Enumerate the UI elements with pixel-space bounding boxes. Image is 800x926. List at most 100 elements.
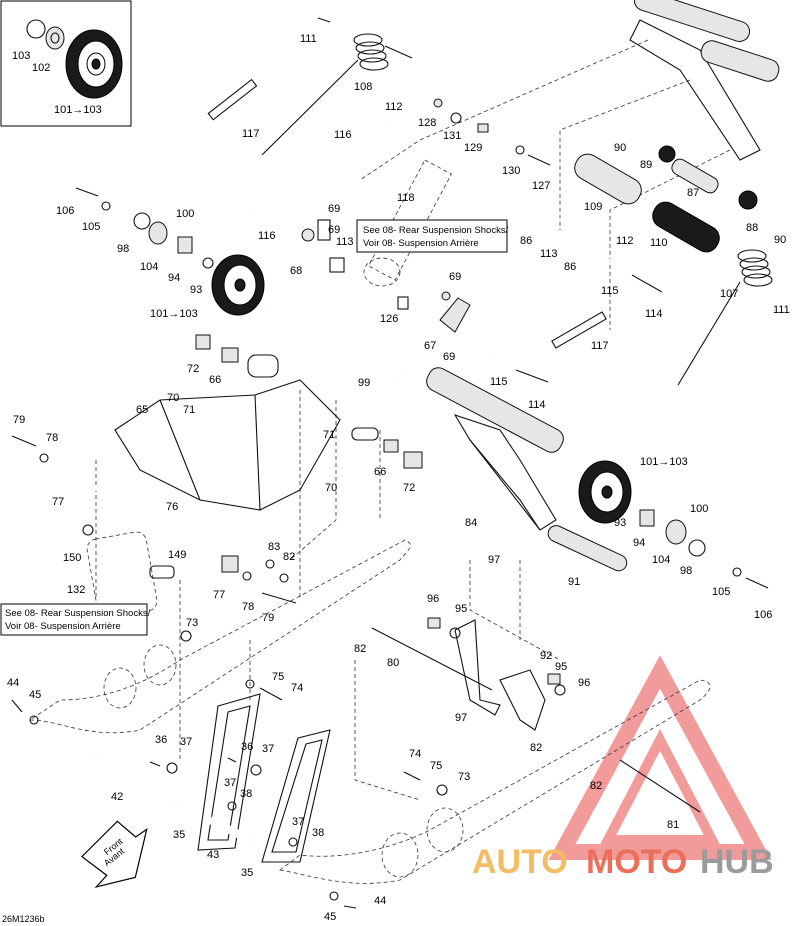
callout-77: 77 [213, 589, 225, 601]
callout-36: 36 [241, 741, 253, 753]
callout-90: 90 [774, 234, 786, 246]
callout-36: 36 [155, 734, 167, 746]
hardware-cluster-center [221, 555, 297, 604]
callout-86: 86 [564, 261, 576, 273]
callout-114: 114 [528, 399, 546, 411]
callout-109: 109 [584, 201, 602, 213]
callout-101-103: 101→103 [640, 456, 688, 468]
note-left: See 08- Rear Suspension Shocks/ Voir 08-… [0, 603, 151, 636]
callout-79: 79 [13, 414, 25, 426]
callout-114: 114 [645, 308, 663, 320]
label-102: 102 [32, 62, 50, 74]
roller-grip-icon [652, 201, 720, 253]
rod-80-bracket-92 [371, 617, 566, 731]
callout-127: 127 [532, 180, 550, 192]
callout-45: 45 [324, 911, 336, 923]
bolt-icon [317, 17, 331, 23]
callout-70: 70 [325, 482, 337, 494]
watermark-moto: MOTO [586, 843, 687, 881]
assembly-guide-lines [95, 39, 731, 801]
callout-43: 43 [207, 849, 219, 861]
callout-69: 69 [328, 224, 340, 236]
callout-69: 69 [449, 271, 461, 283]
lower-hardware [11, 630, 701, 909]
callout-113: 113 [336, 236, 354, 248]
callout-67: 67 [424, 340, 436, 352]
callout-88: 88 [746, 222, 758, 234]
watermark-hub: HUB [700, 843, 774, 881]
callout-117: 117 [242, 128, 260, 140]
callout-106: 106 [56, 205, 74, 217]
watermark-auto: AUTO [472, 843, 568, 881]
callout-90: 90 [614, 142, 626, 154]
callout-98: 98 [680, 565, 692, 577]
callout-131: 131 [443, 130, 461, 142]
callout-110: 110 [650, 237, 668, 249]
torsion-spring-right-icon [677, 249, 773, 386]
callout-84: 84 [465, 517, 477, 529]
callout-69: 69 [328, 203, 340, 215]
callout-96: 96 [578, 677, 590, 689]
callout-86: 86 [520, 235, 532, 247]
callout-104: 104 [140, 261, 158, 273]
callout-83: 83 [268, 541, 280, 553]
callout-69: 69 [443, 351, 455, 363]
callout-94: 94 [633, 537, 645, 549]
callout-74: 74 [291, 682, 303, 694]
note-left-line2: Voir 08- Suspension Arrière [5, 621, 121, 632]
callout-73: 73 [186, 617, 198, 629]
callout-126: 126 [380, 313, 398, 325]
callout-42: 42 [111, 791, 123, 803]
callout-113: 113 [540, 248, 558, 260]
callout-73: 73 [458, 771, 470, 783]
callout-71: 71 [183, 404, 195, 416]
callout-91: 91 [568, 576, 580, 588]
callout-116: 116 [258, 230, 276, 242]
callout-107: 107 [720, 288, 738, 300]
axle-91-icon [547, 525, 628, 572]
callout-37: 37 [180, 736, 192, 748]
callout-71: 71 [323, 429, 335, 441]
note-top-line1: See 08- Rear Suspension Shocks/ [363, 225, 509, 236]
callout-132: 132 [67, 584, 85, 596]
callout-101-103: 101→103 [150, 308, 198, 320]
callout-37: 37 [224, 777, 236, 789]
front-arm-65 [11, 334, 423, 554]
callout-95: 95 [555, 661, 567, 673]
callout-105: 105 [82, 221, 100, 233]
callout-82: 82 [354, 643, 366, 655]
callout-93: 93 [190, 284, 202, 296]
callout-77: 77 [52, 496, 64, 508]
upper-parts [75, 0, 780, 386]
callout-75: 75 [430, 760, 442, 772]
callout-37: 37 [292, 816, 304, 828]
callout-106: 106 [754, 609, 772, 621]
callout-44: 44 [374, 895, 386, 907]
callout-112: 112 [385, 101, 403, 113]
callout-97: 97 [488, 554, 500, 566]
callout-111: 111 [773, 304, 790, 316]
callout-115: 115 [490, 376, 508, 388]
callout-44: 44 [7, 677, 19, 689]
lower-link-35-right [261, 729, 331, 863]
callout-93: 93 [614, 517, 626, 529]
diagram-code: 26M1236b [2, 914, 45, 924]
callout-35: 35 [173, 829, 185, 841]
callout-38: 38 [240, 788, 252, 800]
callout-38: 38 [312, 827, 324, 839]
callout-76: 76 [166, 501, 178, 513]
callout-72: 72 [403, 482, 415, 494]
callout-45: 45 [29, 689, 41, 701]
callout-128: 128 [418, 117, 436, 129]
callout-116: 116 [334, 129, 352, 141]
callout-118: 118 [397, 192, 415, 204]
callout-100: 100 [690, 503, 708, 515]
rear-arm-assembly [426, 367, 769, 589]
callout-94: 94 [168, 272, 180, 284]
callout-78: 78 [46, 432, 58, 444]
callout-72: 72 [187, 363, 199, 375]
roller-icon [574, 153, 642, 205]
note-top: See 08- Rear Suspension Shocks/ Voir 08-… [356, 219, 509, 253]
callout-78: 78 [242, 601, 254, 613]
callout-105: 105 [712, 586, 730, 598]
